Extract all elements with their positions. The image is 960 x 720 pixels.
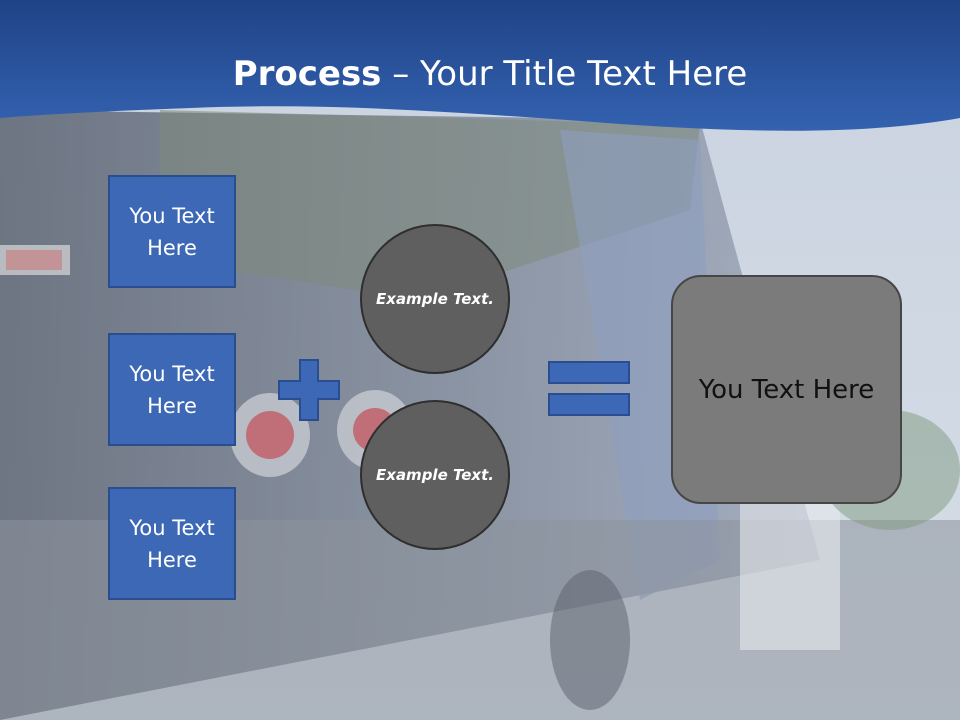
example-circle-2: Example Text. — [360, 400, 510, 550]
title-rest: – Your Title Text Here — [381, 54, 748, 94]
text-box-2: You Text Here — [108, 333, 236, 446]
text-box-3: You Text Here — [108, 487, 236, 600]
plus-icon — [278, 359, 340, 421]
title-bold: Process — [232, 54, 382, 94]
text-box-1: You Text Here — [108, 175, 236, 288]
example-circle-1: Example Text. — [360, 224, 510, 374]
result-box: You Text Here — [671, 275, 902, 504]
slide-title: Process – Your Title Text Here — [0, 52, 960, 96]
header-band — [0, 0, 960, 131]
equals-icon — [548, 361, 630, 416]
